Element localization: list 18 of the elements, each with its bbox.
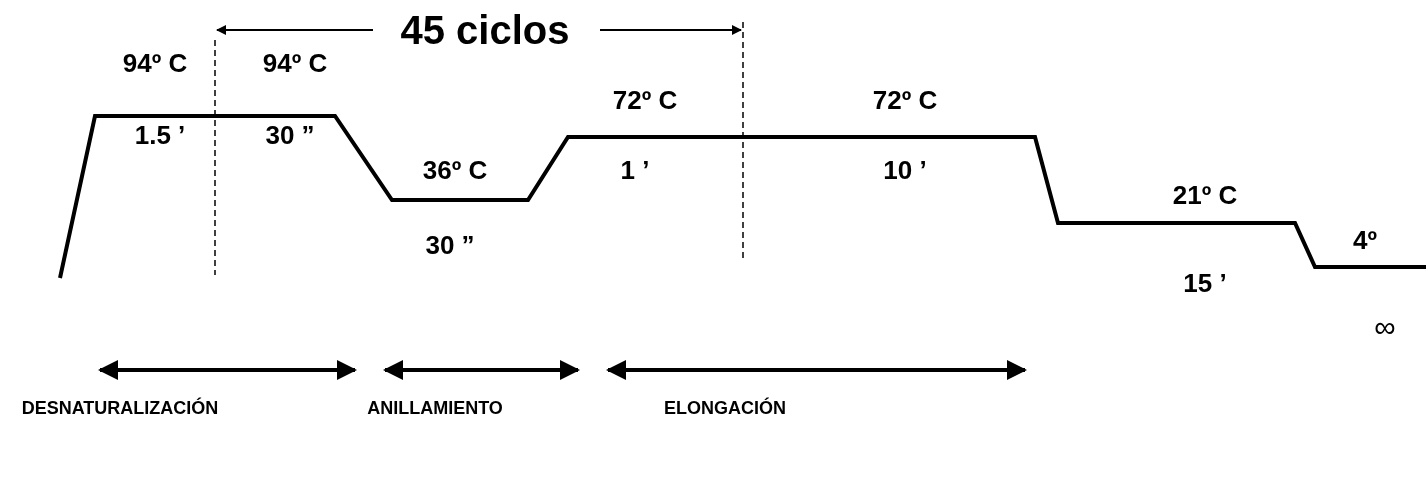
phase-label: ELONGACIÓN [664,399,786,417]
step-label: 94º C [122,50,188,76]
step-label: 30 ” [265,122,315,148]
phase-label: DESNATURALIZACIÓN [21,399,219,417]
step-label: 94º C [262,50,328,76]
step-label: ∞ [1374,312,1396,342]
cycle-count-label: 45 ciclos [400,10,570,50]
step-label: 72º C [612,87,678,113]
phase-label: ANILLAMIENTO [367,399,503,417]
step-label: 30 ” [425,232,475,258]
step-label: 4º [1353,227,1377,253]
step-label: 21º C [1172,182,1238,208]
step-label: 1.5 ’ [134,122,186,148]
step-label: 36º C [422,157,488,183]
step-label: 1 ’ [620,157,650,183]
step-label: 15 ’ [1183,270,1227,296]
step-label: 72º C [872,87,938,113]
step-label: 10 ’ [883,157,927,183]
